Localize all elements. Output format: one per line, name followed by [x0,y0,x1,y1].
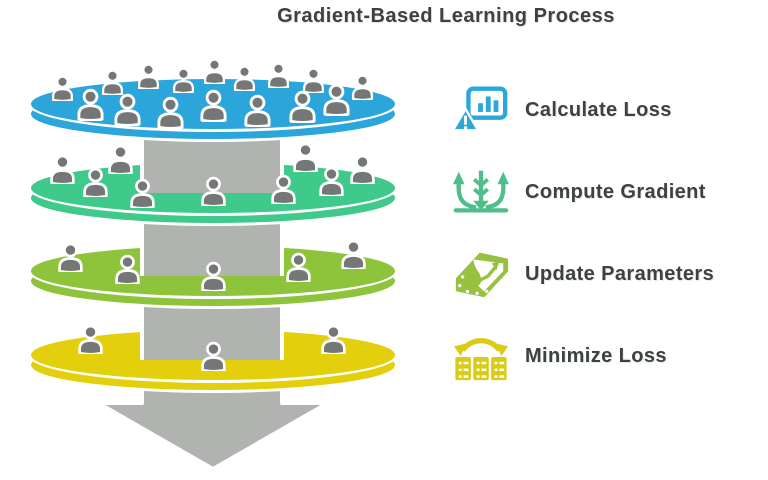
diverging-arrows-icon [452,170,510,213]
person-icon [270,174,296,204]
person-icon [200,341,226,371]
person-icon [57,242,83,272]
person-icon [340,239,366,269]
step-update-parameters: Update Parameters [452,248,752,300]
person-icon [172,67,194,93]
person-icon [200,176,226,206]
person-icon [267,62,289,88]
step-minimize-loss: Minimize Loss [452,330,752,382]
server-stack-icon [453,338,509,381]
person-icon [156,97,184,129]
person-icon [200,261,226,291]
person-icon [349,154,375,184]
page-title: Gradient-Based Learning Process [277,5,615,27]
step-label-calculate-loss: Calculate Loss [525,98,672,121]
person-icon [233,65,255,91]
person-icon [77,324,103,354]
step-compute-gradient: Compute Gradient [452,166,752,218]
person-icon [113,94,141,126]
process-steps: Calculate Loss Compute Gradient [452,84,752,412]
person-icon [107,144,133,174]
person-icon [243,95,271,127]
person-icon [114,254,140,284]
step-label-compute-gradient: Compute Gradient [525,180,706,203]
person-icon [320,324,346,354]
person-icon [76,89,104,121]
chart-alert-icon [452,86,508,132]
step-calculate-loss: Calculate Loss [452,84,752,136]
data-trend-icon [455,252,509,298]
person-icon [51,75,73,101]
person-icon [351,74,373,100]
person-icon [288,91,316,123]
person-icon [203,58,225,84]
person-icon [101,69,123,95]
person-icon [129,178,155,208]
person-icon [137,63,159,89]
person-icon [285,252,311,282]
person-icon [318,166,344,196]
person-icon [322,84,350,116]
person-icon [49,154,75,184]
person-icon [199,90,227,122]
person-icon [292,142,318,172]
step-label-minimize-loss: Minimize Loss [525,344,667,367]
step-label-update-parameters: Update Parameters [525,262,715,285]
person-icon [302,67,324,93]
